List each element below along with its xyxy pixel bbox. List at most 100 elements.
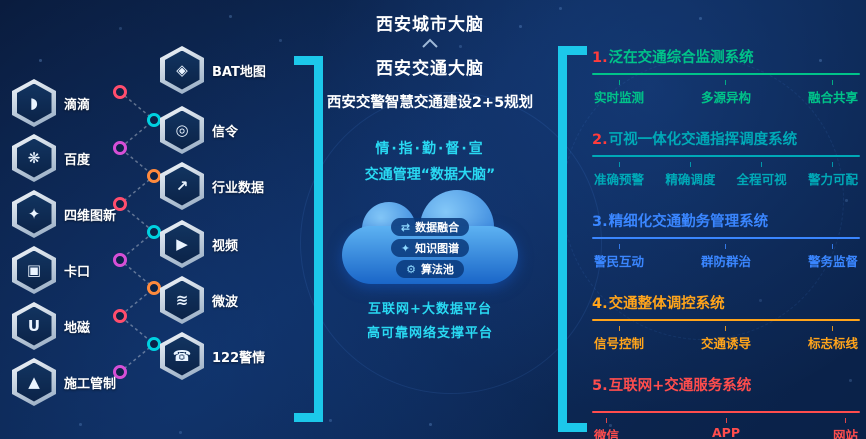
source-node-magnet: U 地磁 xyxy=(12,302,90,350)
system-feature: 网站 xyxy=(833,418,858,439)
system-title: 可视一体化交通指挥调度系统 xyxy=(608,132,798,148)
source-node-navinfo: ✦ 四维图新 xyxy=(12,190,116,238)
source-label: 百度 xyxy=(64,152,91,168)
system-2-dispatch: 2.可视一体化交通指挥调度系统 准确预警 精确调度 全程可视 警力可配 xyxy=(592,128,860,188)
system-feature: 警民互动 xyxy=(594,244,644,270)
source-label: 滴滴 xyxy=(64,97,91,113)
source-node-industry-data: ↗ 行业数据 xyxy=(160,162,264,210)
system-1-monitoring: 1.泛在交通综合监测系统 实时监测 多源异构 融合共享 xyxy=(592,46,860,106)
map-pin-icon: ◈ xyxy=(176,60,188,79)
system-title: 精细化交通勤务管理系统 xyxy=(608,214,769,230)
cloud-item-knowledge-graph: ✦ 知识图谱 xyxy=(390,239,470,257)
cloud-item-label: 数据融合 xyxy=(415,221,460,234)
system-feature: 警力可配 xyxy=(808,162,858,188)
cloud-item-data-fusion: ⇄ 数据融合 xyxy=(390,218,470,236)
microwave-icon: ≋ xyxy=(175,290,189,309)
source-node-didi: ◗ 滴滴 xyxy=(12,79,90,127)
hexagon-frame: ◈ xyxy=(160,46,204,94)
system-number: 2. xyxy=(592,132,608,148)
bigdata-platform-label: 互联网+大数据平台 xyxy=(368,302,492,317)
source-label: 施工管制 xyxy=(64,376,117,392)
navinfo-icon: ✦ xyxy=(27,204,41,223)
source-label: 视频 xyxy=(212,238,239,254)
system-feature: 信号控制 xyxy=(594,326,644,352)
source-label: 行业数据 xyxy=(212,180,265,196)
knowledge-graph-icon: ✦ xyxy=(400,241,411,255)
system-3-duty-management: 3.精细化交通勤务管理系统 警民互动 群防群治 警务监督 xyxy=(592,210,860,270)
data-fusion-icon: ⇄ xyxy=(400,220,411,234)
connector-chain xyxy=(113,85,161,379)
hexagon-frame: ✦ xyxy=(12,190,56,238)
baidu-icon: ❋ xyxy=(27,148,41,167)
didi-icon: ◗ xyxy=(30,93,38,112)
hexagon-frame: ❋ xyxy=(12,134,56,182)
construction-icon: ▲ xyxy=(28,372,40,391)
traffic-brain-title: 西安交通大脑 xyxy=(376,59,484,79)
system-4-overall-control: 4.交通整体调控系统 信号控制 交通诱导 标志标线 xyxy=(592,292,860,352)
source-label: 地磁 xyxy=(64,320,91,336)
chart-icon: ↗ xyxy=(175,176,189,195)
system-title: 交通整体调控系统 xyxy=(608,296,725,312)
hexagon-frame: ≋ xyxy=(160,276,204,324)
system-feature: 精确调度 xyxy=(665,162,715,188)
system-number: 3. xyxy=(592,214,608,230)
algorithm-pool-icon: ⚙ xyxy=(406,262,416,276)
network-platform-label: 高可靠网络支撑平台 xyxy=(366,326,493,341)
right-bracket xyxy=(558,46,587,432)
hexagon-frame: ▣ xyxy=(12,246,56,294)
source-label: 四维图新 xyxy=(64,208,117,224)
source-label: 122警情 xyxy=(212,350,266,366)
source-node-microwave: ≋ 微波 xyxy=(160,276,238,324)
center-column: 西安城市大脑 西安交通大脑 西安交警智慧交通建设2+5规划 情·指·勤·督·宣 … xyxy=(322,10,538,341)
system-underline xyxy=(592,237,860,239)
system-feature: 标志标线 xyxy=(808,326,858,352)
system-feature: APP xyxy=(712,418,740,439)
magnet-icon: U xyxy=(27,316,41,335)
hexagon-frame: U xyxy=(12,302,56,350)
hexagon-frame: ◎ xyxy=(160,106,204,154)
alarm-call-icon: ☎ xyxy=(172,346,192,365)
checkpoint-icon: ▣ xyxy=(26,260,42,279)
chevron-up-icon xyxy=(422,38,438,48)
background-dots xyxy=(0,0,1,1)
source-label: 微波 xyxy=(212,294,239,310)
left-bracket xyxy=(294,56,323,422)
source-label: 信令 xyxy=(212,124,239,140)
video-icon: ▶ xyxy=(176,234,188,253)
plan-title: 西安交警智慧交通建设2+5规划 xyxy=(326,95,534,111)
system-feature: 实时监测 xyxy=(594,80,644,106)
system-number: 1. xyxy=(592,50,608,66)
system-feature: 准确预警 xyxy=(594,162,644,188)
data-brain-subtitle: 交通管理“数据大脑” xyxy=(364,167,496,183)
hexagon-frame: ◗ xyxy=(12,79,56,127)
system-feature: 群防群治 xyxy=(701,244,751,270)
data-cloud: ⇄ 数据融合 ✦ 知识图谱 ⚙ 算法池 xyxy=(342,190,518,286)
system-feature: 多源异构 xyxy=(701,80,751,106)
hexagon-frame: ▲ xyxy=(12,358,56,406)
system-title: 泛在交通综合监测系统 xyxy=(608,50,754,66)
system-underline xyxy=(592,319,860,321)
system-number: 4. xyxy=(592,296,608,312)
system-underline xyxy=(592,155,860,157)
system-feature: 警务监督 xyxy=(808,244,858,270)
source-node-video: ▶ 视频 xyxy=(160,220,238,268)
source-node-construction: ▲ 施工管制 xyxy=(12,358,116,406)
hexagon-frame: ↗ xyxy=(160,162,204,210)
systems-panel: 1.泛在交通综合监测系统 实时监测 多源异构 融合共享 2.可视一体化交通指挥调… xyxy=(592,38,860,439)
system-number: 5. xyxy=(592,378,608,394)
system-title: 互联网+交通服务系统 xyxy=(608,378,752,394)
system-feature: 全程可视 xyxy=(737,162,787,188)
slogan-text: 情·指·勤·督·宣 xyxy=(375,141,485,157)
system-underline xyxy=(592,411,860,413)
signal-icon: ◎ xyxy=(175,120,189,139)
source-node-122-alarm: ☎ 122警情 xyxy=(160,332,265,380)
source-node-signaling: ◎ 信令 xyxy=(160,106,238,154)
system-feature: 交通诱导 xyxy=(701,326,751,352)
cloud-item-algorithm-pool: ⚙ 算法池 xyxy=(396,260,464,278)
source-node-bat-map: ◈ BAT地图 xyxy=(160,46,266,94)
cloud-item-label: 算法池 xyxy=(420,263,454,276)
source-label: 卡口 xyxy=(64,264,91,280)
hexagon-frame: ▶ xyxy=(160,220,204,268)
source-label: BAT地图 xyxy=(212,64,266,80)
